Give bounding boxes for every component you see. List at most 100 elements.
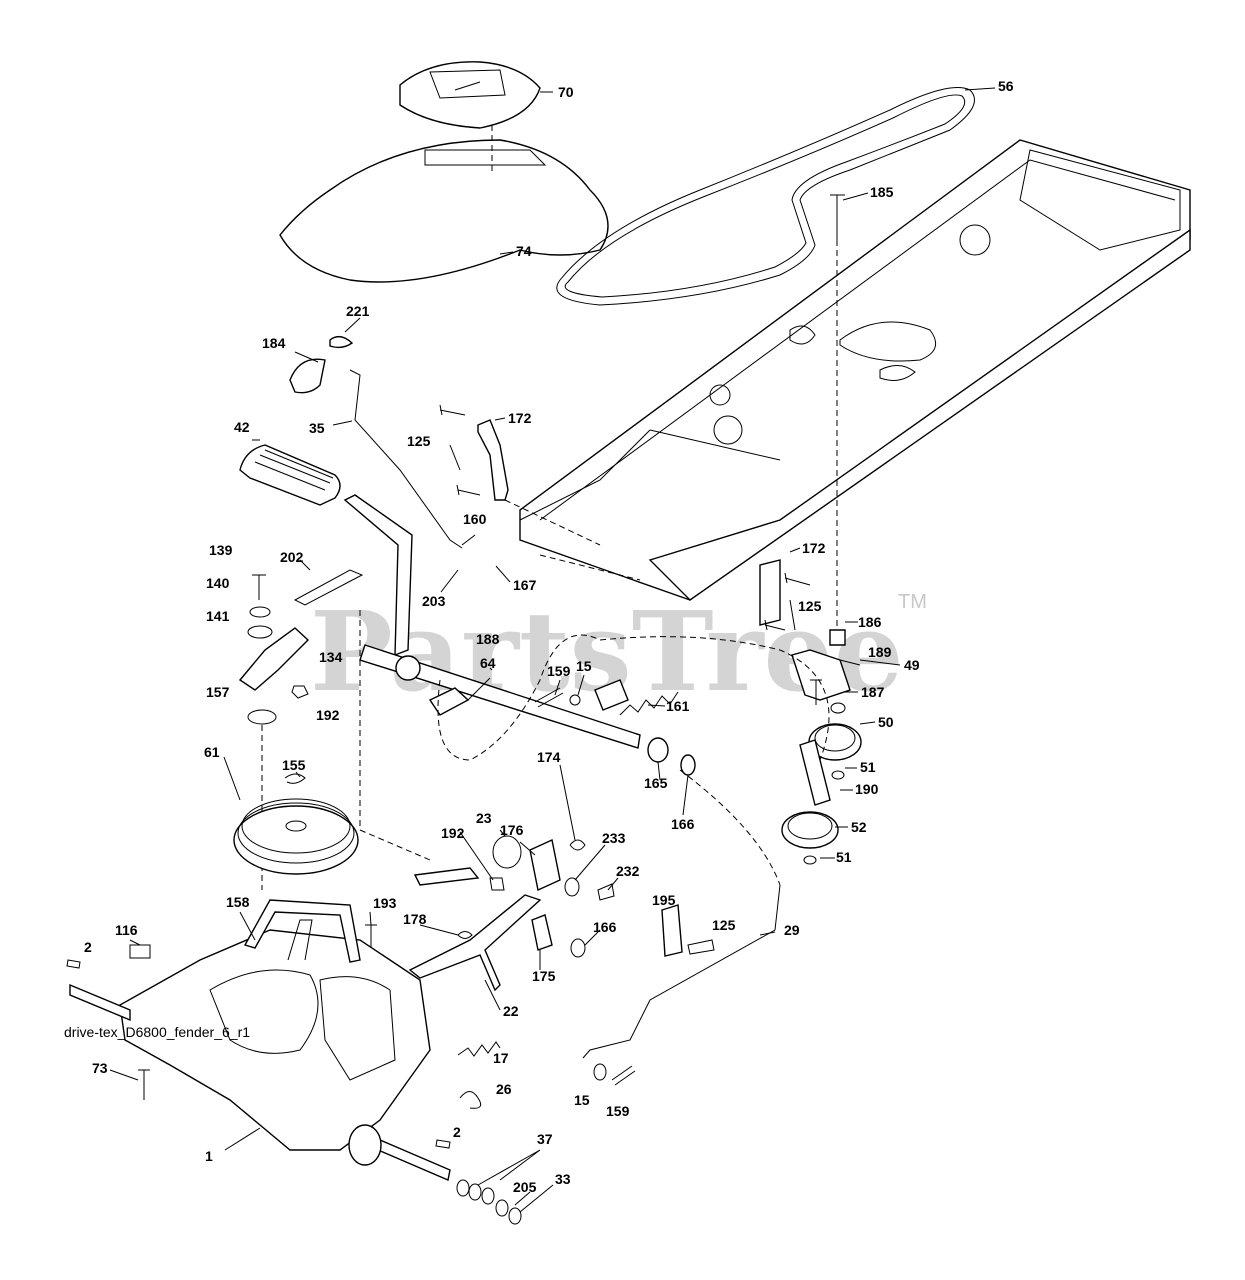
washer-15b <box>593 1063 607 1081</box>
label-185: 185 <box>870 184 894 200</box>
control-arm <box>594 679 629 711</box>
bushing-165 <box>647 737 669 763</box>
bolt-125-upper-1 <box>439 404 466 416</box>
label-134: 134 <box>319 649 343 665</box>
label-205: 205 <box>513 1179 537 1195</box>
label-232: 232 <box>616 863 640 879</box>
drive-belt <box>556 87 975 306</box>
washer-233 <box>564 877 580 897</box>
label-116: 116 <box>115 922 138 938</box>
label-157: 157 <box>206 684 230 700</box>
label-73: 73 <box>92 1060 108 1076</box>
snap-ring-155 <box>284 773 306 784</box>
spacer-186 <box>829 629 846 646</box>
washer-178 <box>457 931 473 939</box>
label-141: 141 <box>206 608 230 624</box>
label-203: 203 <box>422 593 446 609</box>
shift-knob <box>289 358 326 394</box>
label-166-upper: 166 <box>671 816 695 832</box>
label-175: 175 <box>532 968 556 984</box>
label-192-lower: 192 <box>441 825 465 841</box>
label-189: 189 <box>868 644 892 660</box>
oring-23 <box>492 835 522 869</box>
label-184: 184 <box>262 335 286 351</box>
label-155: 155 <box>282 757 306 773</box>
bracket-172-upper <box>477 419 509 501</box>
label-174: 174 <box>537 749 561 765</box>
label-22: 22 <box>503 1003 519 1019</box>
key-2-left <box>66 959 81 969</box>
label-29: 29 <box>784 922 800 938</box>
label-172-upper: 172 <box>508 410 532 426</box>
label-158: 158 <box>226 894 250 910</box>
shaft-collar <box>395 655 421 681</box>
label-74: 74 <box>516 243 532 259</box>
label-23: 23 <box>476 810 492 826</box>
washer-141 <box>247 625 273 639</box>
label-2-right: 2 <box>453 1124 461 1140</box>
spring-26 <box>459 1091 482 1109</box>
label-188: 188 <box>476 631 500 647</box>
nut-51a <box>831 770 845 780</box>
frame-dash <box>504 499 641 581</box>
arm-lower <box>413 867 480 886</box>
transaxle <box>69 919 451 1181</box>
label-51-upper: 51 <box>860 759 876 775</box>
diagram-caption: drive-tex_D6800_fender_6_r1 <box>64 1024 251 1040</box>
nut-192 <box>291 685 309 699</box>
label-233: 233 <box>602 830 626 846</box>
label-167: 167 <box>513 577 537 593</box>
label-160: 160 <box>463 511 487 527</box>
label-70: 70 <box>558 84 574 100</box>
bolt-125-mid <box>764 619 786 631</box>
label-49: 49 <box>904 657 920 673</box>
label-64: 64 <box>480 655 496 671</box>
spring-161 <box>619 691 679 716</box>
label-202: 202 <box>280 549 304 565</box>
spring-17 <box>457 1041 501 1057</box>
label-192-upper: 192 <box>316 707 340 723</box>
label-195: 195 <box>652 892 676 908</box>
bolt-232 <box>597 883 615 901</box>
nut-116 <box>129 944 151 959</box>
leader-lines <box>252 87 996 859</box>
label-161: 161 <box>666 698 690 714</box>
label-166-lower: 166 <box>593 919 617 935</box>
lever-22 <box>408 894 542 992</box>
washer-174 <box>569 839 586 851</box>
rod-29 <box>582 884 781 1059</box>
label-33: 33 <box>555 1171 571 1187</box>
label-51-lower: 51 <box>836 849 852 865</box>
label-125-mid: 125 <box>798 598 822 614</box>
fender-assembly <box>279 61 609 283</box>
part-labels: 70 56 185 74 221 184 35 42 172 125 160 1… <box>84 78 1014 1195</box>
washer-166b <box>570 938 586 958</box>
leader-lines-lower <box>109 756 776 1213</box>
pedal-pad <box>239 444 341 506</box>
label-159-lower: 159 <box>606 1103 630 1119</box>
washer-stack <box>456 1179 522 1225</box>
label-176: 176 <box>500 822 524 838</box>
bracket-134 <box>238 627 310 691</box>
bolt-73 <box>138 1069 150 1100</box>
bracket-195 <box>661 904 683 957</box>
bolt-159 <box>534 687 564 708</box>
label-15-lower: 15 <box>574 1092 590 1108</box>
bracket-172-lower <box>759 559 781 626</box>
label-187: 187 <box>861 684 885 700</box>
bolt-mid-172 <box>784 572 811 586</box>
key-221 <box>329 335 354 349</box>
label-35: 35 <box>309 420 325 436</box>
washer-15 <box>569 694 581 706</box>
bolt-185 <box>830 194 845 630</box>
bracket-190 <box>799 739 831 806</box>
label-1: 1 <box>205 1148 213 1164</box>
label-165: 165 <box>644 775 668 791</box>
label-221: 221 <box>346 303 370 319</box>
label-178: 178 <box>403 911 427 927</box>
label-190: 190 <box>855 781 879 797</box>
label-186: 186 <box>858 614 882 630</box>
label-26: 26 <box>496 1081 512 1097</box>
label-56: 56 <box>998 78 1014 94</box>
